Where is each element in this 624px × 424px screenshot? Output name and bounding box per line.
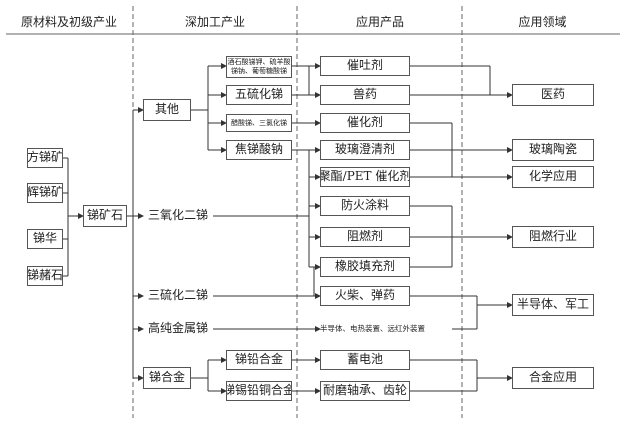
processing-trisulfide-label: 三硫化二锑 xyxy=(147,288,208,303)
raw-material-box: 锑赭石 xyxy=(27,266,63,286)
ore-box: 锑矿石 xyxy=(83,205,127,227)
field-chemical-box: 化学应用 xyxy=(512,166,594,188)
raw-material-box: 方锑矿 xyxy=(27,148,63,168)
processing-other-box: 其他 xyxy=(143,99,191,121)
field-semiconductor-military-box: 半导体、军工 xyxy=(512,294,594,316)
field-alloy-app-box: 合金应用 xyxy=(512,367,594,389)
raw-material-box: 锑华 xyxy=(27,229,63,249)
product-devices-label: 半导体、电热装置、远红外装置 xyxy=(320,323,425,333)
tartrate-compounds-box: 酒石酸锑钾、硫羊酸锑钠、葡萄糖酸锑 xyxy=(226,56,292,78)
column-header-products: 应用产品 xyxy=(355,15,404,29)
field-glass-ceramics-box: 玻璃陶瓷 xyxy=(512,139,594,161)
product-pet-catalyst-box: 聚酯/PET 催化剂 xyxy=(320,167,410,187)
product-bearings-box: 耐磨轴承、齿轮 xyxy=(320,381,410,401)
column-header-raw: 原材料及初级产业 xyxy=(20,15,117,29)
product-emetic-box: 催吐剂 xyxy=(320,56,410,76)
product-rubber-filler-box: 橡胶填充剂 xyxy=(320,257,410,277)
lead-alloy-box: 锑铅合金 xyxy=(226,350,292,370)
column-header-processing: 深加工产业 xyxy=(184,15,245,29)
product-fireproof-coating-box: 防火涂料 xyxy=(320,196,410,216)
raw-material-box: 辉锑矿 xyxy=(27,183,63,203)
acetate-compounds-box: 醋酸锑、三氯化锑 xyxy=(226,114,292,132)
product-matches-box: 火柴、弹药 xyxy=(320,286,410,306)
pentasulfide-box: 五硫化锑 xyxy=(226,85,292,105)
column-header-fields: 应用领域 xyxy=(518,15,567,29)
field-flame-industry-box: 阻燃行业 xyxy=(512,226,594,248)
product-battery-box: 蓄电池 xyxy=(320,350,410,370)
product-glass-clarifier-box: 玻璃澄清剂 xyxy=(320,140,410,160)
field-medicine-box: 医药 xyxy=(512,84,594,106)
pyroantimonate-box: 焦锑酸钠 xyxy=(226,140,292,160)
product-catalyst-box: 催化剂 xyxy=(320,113,410,133)
processing-alloy-box: 锑合金 xyxy=(143,367,191,389)
product-flame-retardant-box: 阻燃剂 xyxy=(320,227,410,247)
processing-trioxide-label: 三氧化二锑 xyxy=(147,208,208,223)
processing-high-purity-label: 高纯金属锑 xyxy=(147,321,208,336)
tin-lead-copper-alloy-box: 锑锡铅铜合金 xyxy=(226,381,292,401)
product-vet-drug-box: 兽药 xyxy=(320,85,410,105)
